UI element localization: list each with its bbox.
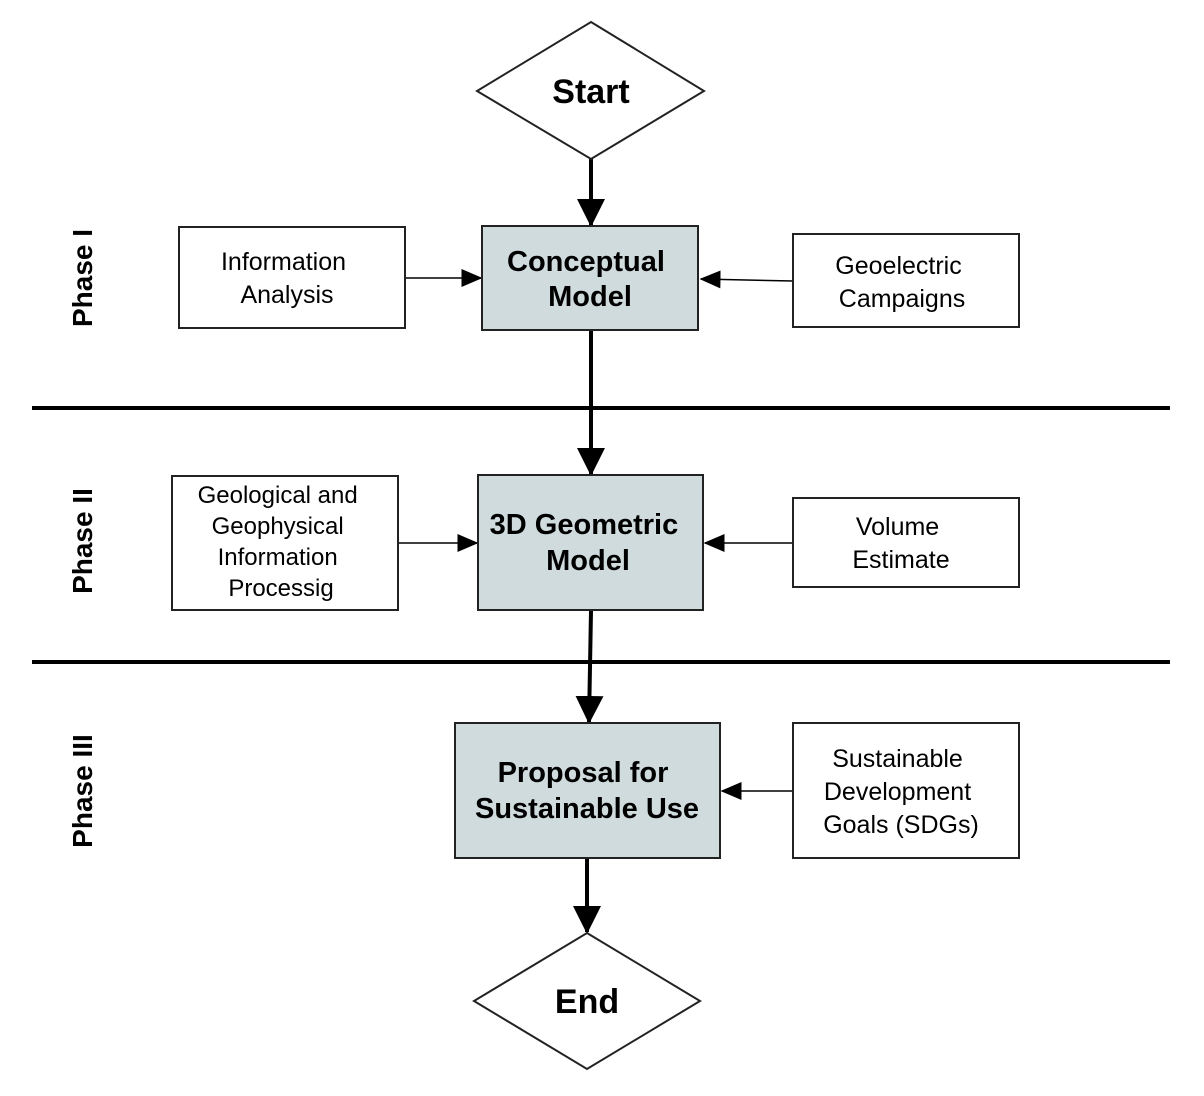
volume-estimate-line-1: Volume	[856, 513, 939, 541]
geoelectric-campaigns-box: Geoelectric Campaigns	[792, 233, 1020, 328]
information-analysis-line-1: Information	[221, 248, 346, 276]
sdgs-box: Sustainable Development Goals (SDGs)	[792, 722, 1020, 859]
svg-text:Information Analysis: Information Analysis	[221, 248, 353, 309]
svg-text:Volume Estimate: Volume Estimate	[852, 513, 949, 574]
proposal-line-1: Proposal for	[498, 757, 669, 789]
conceptual-model-line-1: Conceptual	[507, 246, 665, 278]
sdgs-line-1: Sustainable	[832, 745, 963, 773]
geological-processing-line-4: Processig	[228, 575, 333, 602]
volume-estimate-line-2: Estimate	[852, 546, 949, 574]
geological-processing-box: Geological and Geophysical Information P…	[171, 475, 399, 611]
proposal-box: Proposal for Sustainable Use	[454, 722, 721, 859]
information-analysis-line-2: Analysis	[240, 281, 333, 309]
svg-text:3D Geometric Model: 3D Geometric Model	[490, 509, 687, 577]
geological-processing-line-3: Information	[218, 544, 338, 571]
arrow-geometric-to-proposal	[575, 610, 604, 724]
phase-label-3: Phase III	[67, 734, 98, 848]
sdgs-line-2: Development	[824, 778, 971, 806]
svg-text:Conceptual Model: Conceptual Model	[507, 246, 673, 313]
phase-label-1: Phase I	[67, 229, 98, 327]
geological-processing-line-2: Geophysical	[212, 513, 344, 540]
arrow-geoelectric-campaigns	[699, 270, 794, 289]
geoelectric-campaigns-line-2: Campaigns	[839, 285, 965, 313]
geological-processing-line-1: Geological and	[198, 482, 358, 509]
proposal-line-2: Sustainable Use	[475, 793, 699, 825]
svg-text:Proposal for Sustainable: Proposal for Sustainable Use	[475, 757, 699, 825]
geometric-model-box: 3D Geometric Model	[477, 474, 704, 611]
svg-text:Geological and Geophysic: Geological and Geophysical Information P…	[198, 482, 365, 602]
geoelectric-campaigns-line-1: Geoelectric	[835, 252, 961, 280]
end-label: End	[555, 983, 619, 1021]
geometric-model-line-1: 3D Geometric	[490, 509, 679, 541]
phase-label-2: Phase II	[67, 488, 98, 594]
end-node: End	[472, 931, 702, 1071]
start-label: Start	[552, 73, 629, 111]
conceptual-model-line-2: Model	[548, 281, 632, 313]
svg-text:Geoelectric Campaigns: Geoelectric Campaigns	[835, 252, 968, 313]
geometric-model-line-2: Model	[546, 545, 630, 577]
sdgs-line-3: Goals (SDGs)	[823, 811, 979, 839]
information-analysis-box: Information Analysis	[178, 226, 406, 329]
conceptual-model-box: Conceptual Model	[481, 225, 699, 331]
volume-estimate-box: Volume Estimate	[792, 497, 1020, 588]
svg-text:Sustainable Development: Sustainable Development Goals (SDGs)	[823, 745, 979, 839]
start-node: Start	[475, 20, 706, 161]
